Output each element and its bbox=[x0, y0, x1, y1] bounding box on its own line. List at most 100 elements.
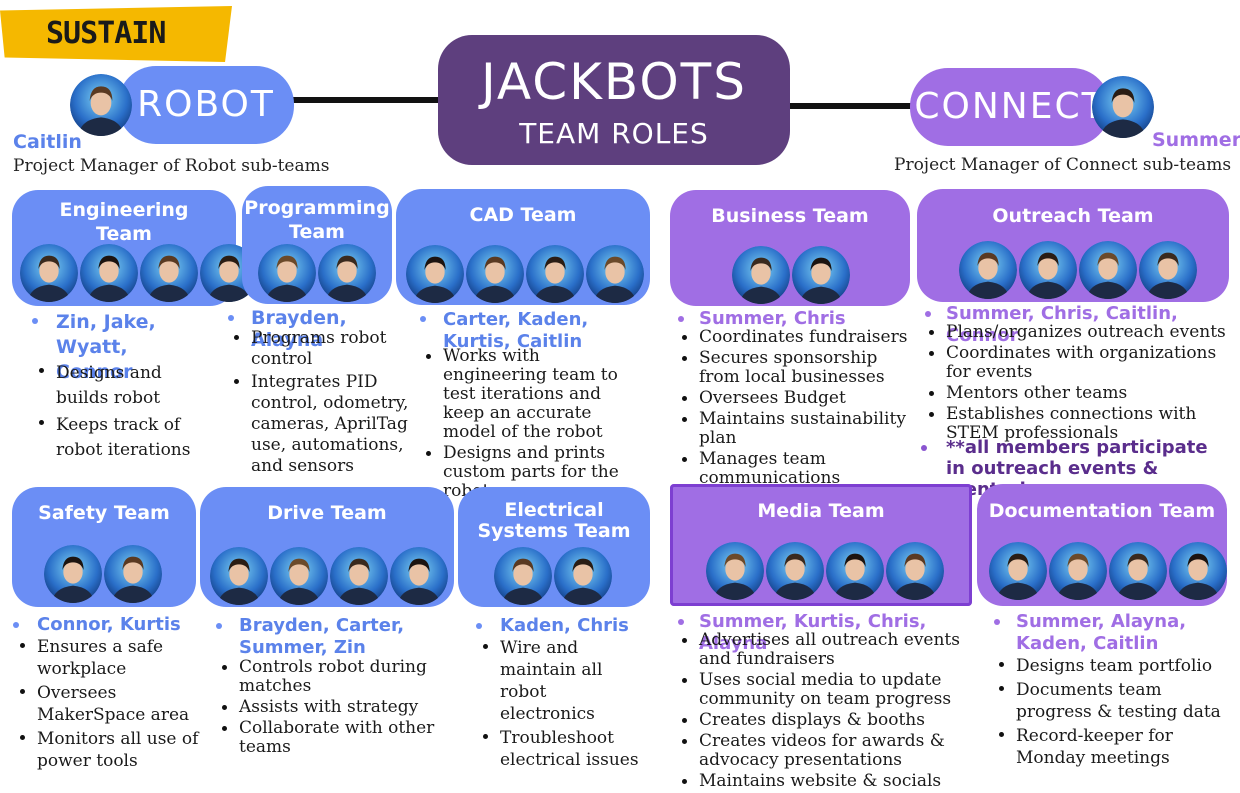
member-photo bbox=[330, 547, 388, 605]
member-photo bbox=[318, 244, 376, 302]
duty-item: Advertises all outreach events and fundr… bbox=[682, 631, 969, 669]
member-photo bbox=[258, 244, 316, 302]
safety-card: Safety Team bbox=[12, 487, 196, 607]
member-photo bbox=[826, 542, 884, 600]
duty-item: Keeps track of robot iterations bbox=[39, 413, 216, 463]
duty-item: Documents team progress & testing data bbox=[999, 679, 1231, 723]
safety-photos bbox=[44, 545, 162, 603]
connect-label: CONNECT bbox=[914, 86, 1106, 127]
electrical-title: Electrical Systems Team bbox=[477, 499, 631, 542]
outreach-note-bullet bbox=[921, 445, 927, 451]
media-photos bbox=[706, 542, 944, 600]
engineering-photos bbox=[20, 244, 258, 302]
cad-members-bullet bbox=[420, 316, 426, 322]
cad-duties: Works with engineering team to test iter… bbox=[426, 347, 643, 503]
electrical-members-bullet bbox=[476, 623, 482, 629]
sustain-label: SUSTAIN bbox=[46, 16, 166, 51]
safety-title: Safety Team bbox=[38, 502, 170, 524]
engineering-card: Engineering Team bbox=[12, 190, 258, 306]
outreach-photos bbox=[959, 241, 1197, 299]
safety-members: Connor, Kurtis bbox=[37, 614, 181, 635]
documentation-members: Summer, Alayna, Kaden, Caitlin bbox=[1016, 611, 1187, 654]
documentation-members-bullet bbox=[994, 619, 1000, 625]
robot-pill: ROBOT bbox=[118, 66, 294, 144]
member-photo bbox=[390, 547, 448, 605]
member-photo bbox=[1079, 241, 1137, 299]
duty-item: Integrates PID control, odometry, camera… bbox=[234, 372, 416, 477]
outreach-members: Summer, Chris, Caitlin, Connor bbox=[946, 303, 1178, 346]
member-photo bbox=[959, 241, 1017, 299]
duty-item: Manages team communications bbox=[682, 450, 914, 488]
title-main: JACKBOTS bbox=[481, 53, 747, 111]
duty-item: Plans/organizes outreach events bbox=[929, 323, 1231, 342]
duty-item: Creates videos for awards & advocacy pre… bbox=[682, 732, 969, 770]
duty-item: Collaborate with other teams bbox=[222, 719, 449, 757]
member-photo bbox=[270, 547, 328, 605]
connect-pm-name: Summer bbox=[1152, 129, 1240, 151]
member-photo bbox=[792, 246, 850, 304]
media-title: Media Team bbox=[757, 500, 885, 522]
member-photo bbox=[554, 547, 612, 605]
cad-photos bbox=[406, 245, 644, 303]
programming-card: Programming Team bbox=[242, 186, 392, 304]
outreach-members-bullet bbox=[925, 311, 931, 317]
duty-item: Monitors all use of power tools bbox=[20, 728, 212, 772]
business-members-bullet bbox=[678, 316, 684, 322]
drive-photos bbox=[210, 547, 448, 605]
media-duties: Advertises all outreach events and fundr… bbox=[682, 631, 969, 793]
business-card: Business Team bbox=[670, 190, 910, 306]
outreach-title: Outreach Team bbox=[992, 205, 1154, 227]
business-photos bbox=[732, 246, 850, 304]
engineering-title: Engineering Team bbox=[59, 199, 189, 245]
robot-pm-avatar bbox=[70, 74, 132, 136]
member-photo bbox=[1139, 241, 1197, 299]
member-photo bbox=[494, 547, 552, 605]
programming-members: Brayden, Alayna bbox=[251, 307, 347, 351]
robot-connector-line bbox=[290, 97, 440, 103]
duty-item: Record-keeper for Monday meetings bbox=[999, 725, 1231, 769]
drive-title: Drive Team bbox=[267, 502, 387, 524]
connect-pm-avatar bbox=[1092, 76, 1154, 138]
programming-title: Programming Team bbox=[244, 197, 390, 243]
outreach-card: Outreach Team bbox=[917, 189, 1229, 302]
programming-members-bullet bbox=[228, 315, 234, 321]
business-members: Summer, Chris bbox=[699, 308, 846, 329]
electrical-photos bbox=[494, 547, 612, 605]
connect-pm-role: Project Manager of Connect sub-teams bbox=[894, 155, 1232, 175]
duty-item: Oversees Budget bbox=[682, 389, 914, 408]
cad-members: Carter, Kaden, Kurtis, Caitlin bbox=[443, 309, 589, 352]
robot-pm-name: Caitlin bbox=[13, 131, 82, 153]
sustain-banner: SUSTAIN bbox=[0, 6, 232, 62]
robot-label: ROBOT bbox=[137, 84, 275, 125]
member-photo bbox=[1019, 241, 1077, 299]
duty-item: Oversees MakerSpace area bbox=[20, 682, 212, 726]
programming-photos bbox=[258, 244, 376, 302]
connect-connector-line bbox=[788, 103, 914, 109]
duty-item: Designs and prints custom parts for the … bbox=[426, 444, 643, 501]
duty-item: Assists with strategy bbox=[222, 698, 449, 717]
member-photo bbox=[210, 547, 268, 605]
title-box: JACKBOTS TEAM ROLES bbox=[438, 35, 790, 165]
member-photo bbox=[732, 246, 790, 304]
duty-item: Maintains website & socials bbox=[682, 772, 969, 791]
cad-title: CAD Team bbox=[469, 204, 577, 226]
duty-item: Secures sponsorship from local businesse… bbox=[682, 349, 914, 387]
documentation-card: Documentation Team bbox=[977, 484, 1227, 606]
duty-item: Designs and builds robot bbox=[39, 361, 216, 411]
drive-card: Drive Team bbox=[200, 487, 454, 607]
engineering-members-bullet bbox=[32, 318, 38, 324]
member-photo bbox=[44, 545, 102, 603]
duty-item: Establishes connections with STEM profes… bbox=[929, 405, 1231, 443]
member-photo bbox=[706, 542, 764, 600]
duty-item: Maintains sustainability plan bbox=[682, 410, 914, 448]
member-photo bbox=[886, 542, 944, 600]
member-photo bbox=[1049, 542, 1107, 600]
duty-item: Uses social media to update community on… bbox=[682, 671, 969, 709]
engineering-members: Zin, Jake, Wyatt, Connor bbox=[56, 311, 156, 383]
duty-item: Coordinates fundraisers bbox=[682, 328, 914, 347]
